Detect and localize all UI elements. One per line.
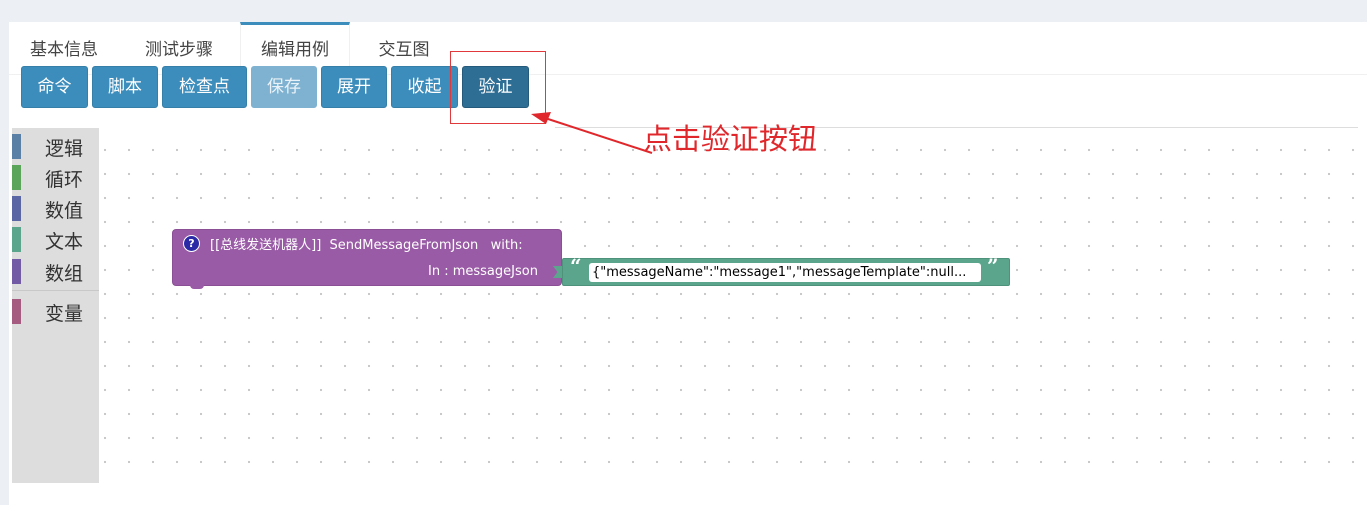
toolbox-category-logic[interactable]: 逻辑 bbox=[12, 132, 99, 160]
collapse-button[interactable]: 收起 bbox=[391, 66, 458, 108]
tab-basic-info[interactable]: 基本信息 bbox=[30, 40, 98, 60]
category-label: 循环 bbox=[45, 169, 84, 191]
script-button[interactable]: 脚本 bbox=[92, 66, 158, 108]
expand-button[interactable]: 展开 bbox=[321, 66, 387, 108]
save-button[interactable]: 保存 bbox=[251, 66, 317, 108]
tab-test-steps[interactable]: 测试步骤 bbox=[145, 40, 213, 60]
annotation-highlight-box bbox=[450, 51, 546, 124]
toolbox-category-text[interactable]: 文本 bbox=[12, 225, 99, 253]
open-quote-icon: “ bbox=[570, 254, 582, 278]
category-color-swatch bbox=[12, 299, 21, 324]
block-title: [[总线发送机器人]] SendMessageFromJson with: bbox=[210, 238, 523, 253]
category-color-swatch bbox=[12, 165, 21, 190]
toolbox-category-lists[interactable]: 数组 bbox=[12, 257, 99, 285]
category-color-swatch bbox=[12, 134, 21, 159]
tab-interaction-diagram[interactable]: 交互图 bbox=[378, 40, 430, 60]
blockly-workspace[interactable] bbox=[99, 128, 1358, 483]
toolbox-category-math[interactable]: 数值 bbox=[12, 194, 99, 222]
category-color-swatch bbox=[12, 227, 21, 252]
category-label: 变量 bbox=[45, 303, 84, 325]
block-input-label: In : messageJson bbox=[428, 264, 538, 279]
close-quote-icon: ” bbox=[987, 254, 999, 278]
category-label: 数值 bbox=[45, 200, 84, 222]
message-json-field[interactable]: {"messageName":"message1","messageTempla… bbox=[589, 263, 981, 282]
help-icon[interactable]: ? bbox=[183, 235, 200, 252]
send-message-block[interactable] bbox=[172, 229, 562, 286]
blockly-toolbox: 逻辑 循环 数值 文本 数组 变量 bbox=[12, 128, 99, 483]
input-socket bbox=[553, 266, 563, 278]
annotation-text: 点击验证按钮 bbox=[643, 122, 818, 156]
toolbox-category-loops[interactable]: 循环 bbox=[12, 163, 99, 191]
toolbox-separator bbox=[12, 290, 99, 291]
toolbar-divider bbox=[555, 127, 1358, 128]
toolbox-category-variables[interactable]: 变量 bbox=[12, 297, 99, 325]
category-color-swatch bbox=[12, 259, 21, 284]
verify-button[interactable]: 验证 bbox=[462, 66, 529, 108]
category-label: 数组 bbox=[45, 263, 84, 285]
category-color-swatch bbox=[12, 196, 21, 221]
checkpoint-button[interactable]: 检查点 bbox=[162, 66, 247, 108]
category-label: 文本 bbox=[45, 231, 84, 253]
category-label: 逻辑 bbox=[45, 138, 84, 160]
command-button[interactable]: 命令 bbox=[21, 66, 88, 108]
block-next-connector bbox=[190, 284, 204, 289]
